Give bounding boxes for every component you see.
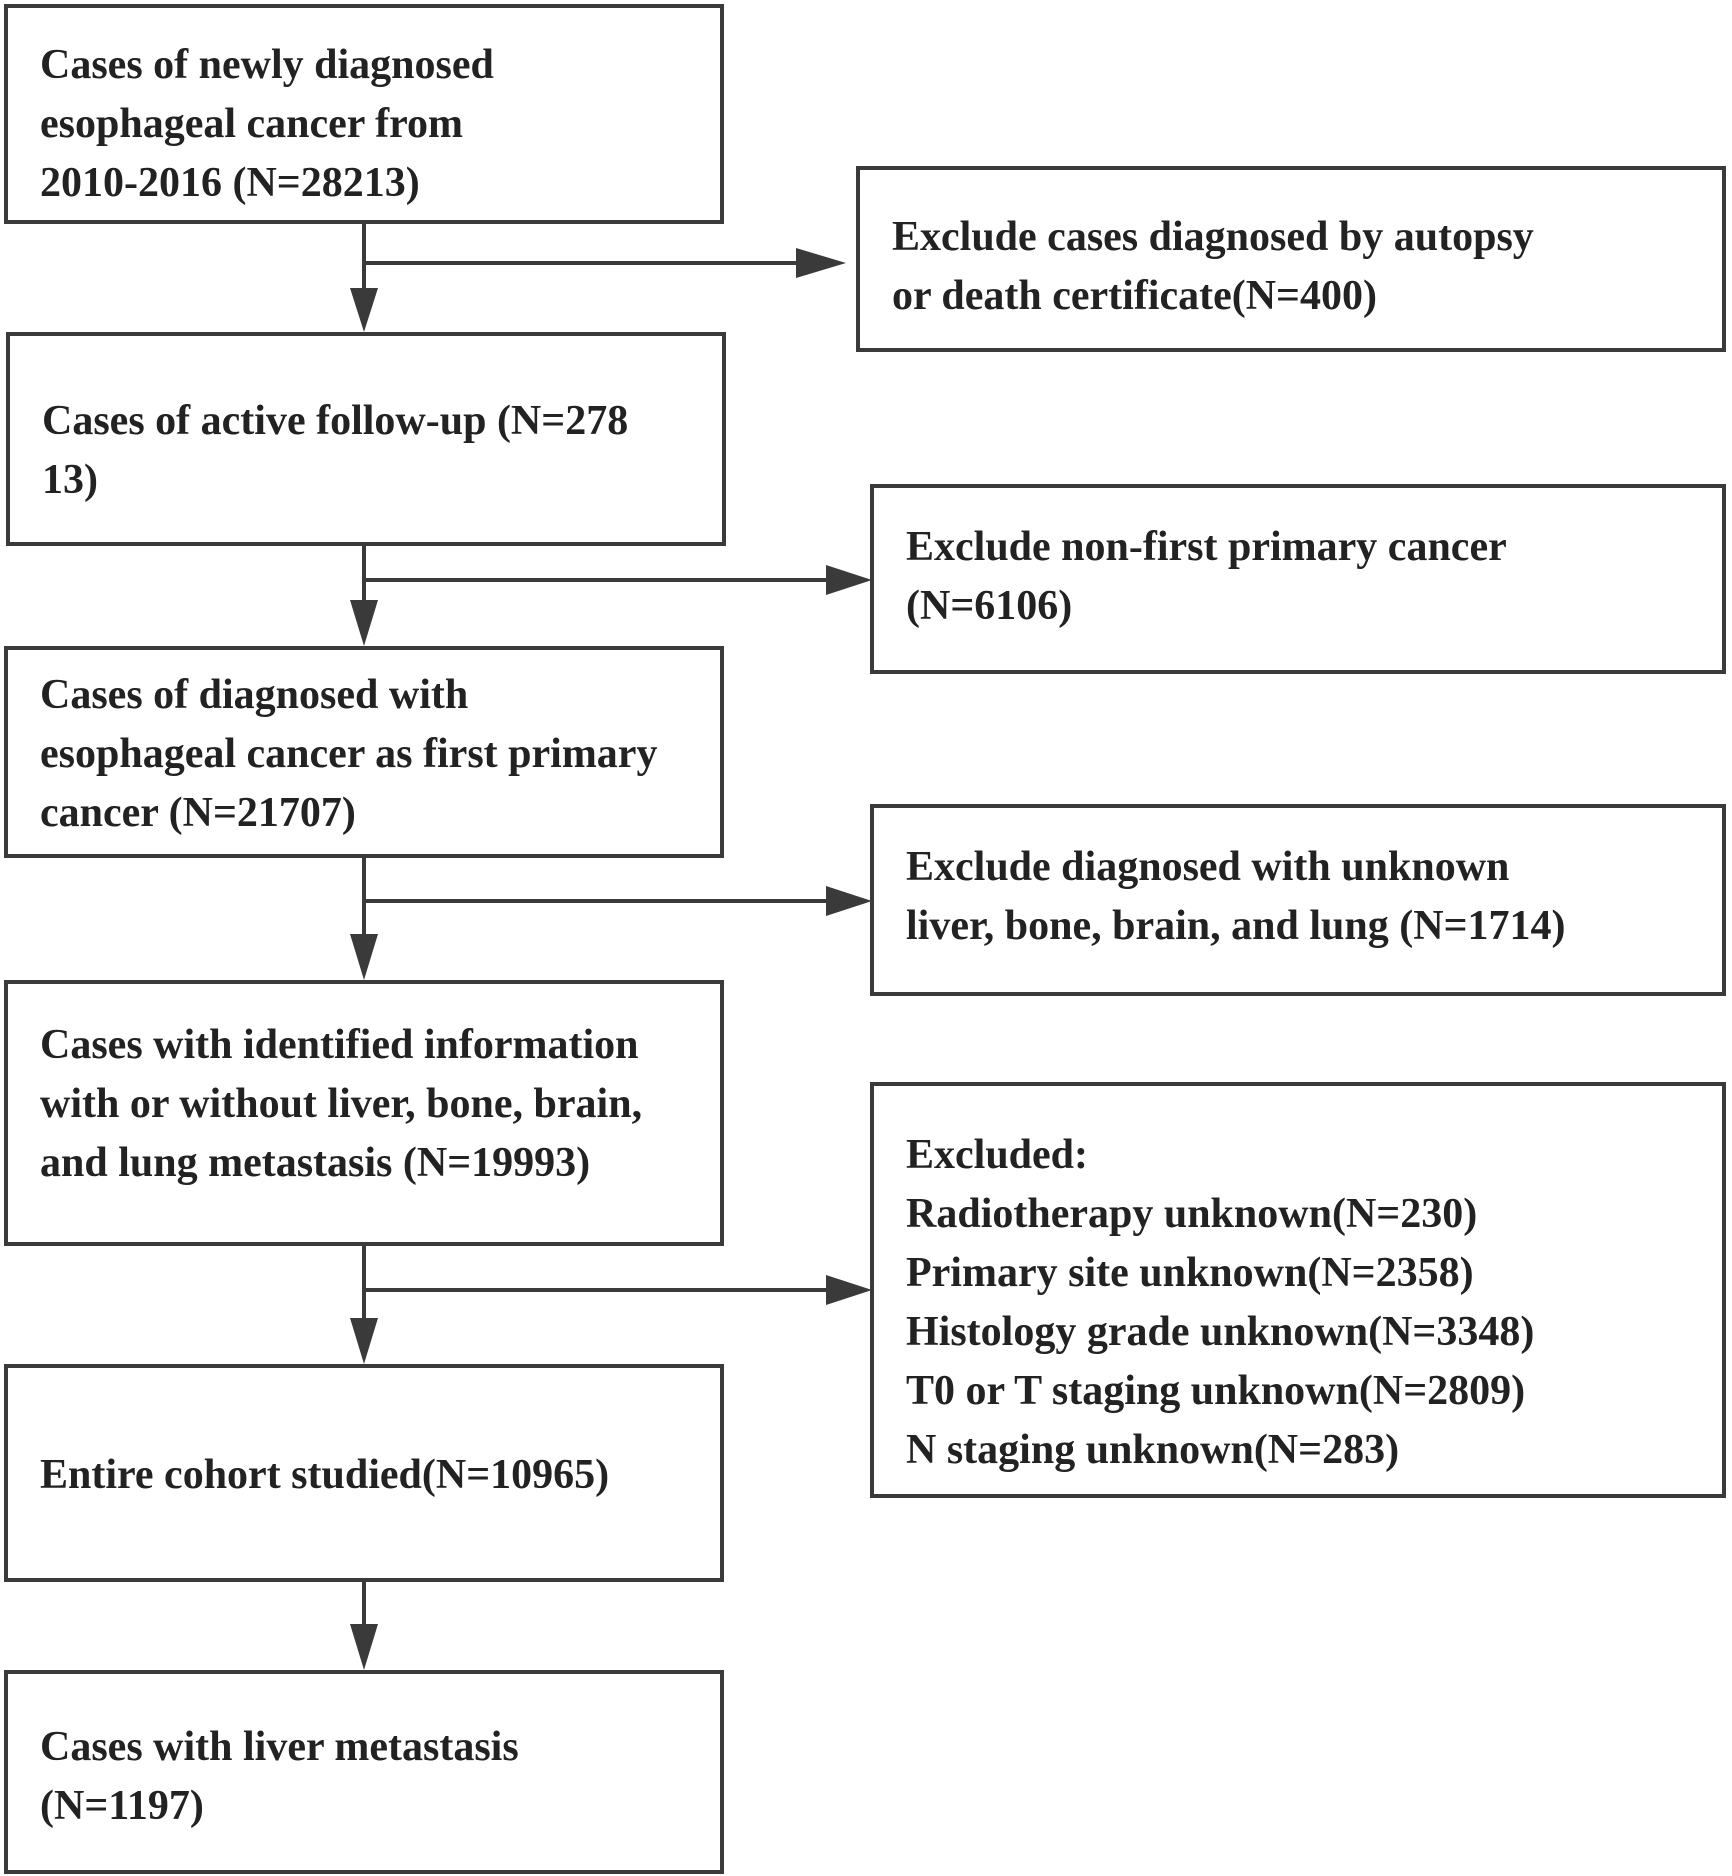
arrow-step1-to-step2	[350, 224, 378, 332]
step-box-liver-metastasis: Cases with liver metastasis (N=1197)	[4, 1670, 724, 1874]
step-box-text: esophageal cancer from	[40, 101, 464, 147]
exclusion-box-text: Exclude diagnosed with unknown	[906, 844, 1510, 890]
arrow-step4-to-exclusion4	[364, 1275, 872, 1305]
exclusion-box-text: or death certificate(N=400)	[892, 273, 1377, 319]
exclusion-box-text: T0 or T staging unknown(N=2809)	[906, 1368, 1526, 1414]
step-box-text: Entire cohort studied(N=10965)	[40, 1452, 610, 1498]
step-box-active-follow-up: Cases of active follow-up (N=278 13)	[6, 332, 726, 546]
step-box-text: Cases of newly diagnosed	[40, 42, 494, 88]
step-box-text: with or without liver, bone, brain,	[40, 1081, 643, 1127]
step-box-text: Cases with identified information	[40, 1022, 639, 1068]
step-box-initial-cases: Cases of newly diagnosed esophageal canc…	[4, 4, 724, 224]
exclusion-box-text: Histology grade unknown(N=3348)	[906, 1309, 1535, 1355]
step-box-text: and lung metastasis (N=19993)	[40, 1140, 591, 1186]
exclusion-box-non-first-primary: Exclude non-first primary cancer (N=6106…	[870, 484, 1726, 674]
arrow-step3-to-step4	[350, 858, 378, 980]
step-box-entire-cohort: Entire cohort studied(N=10965)	[4, 1364, 724, 1582]
exclusion-box-text: Radiotherapy unknown(N=230)	[906, 1191, 1478, 1237]
step-box-text: Cases of diagnosed with	[40, 672, 469, 718]
exclusion-box-missing-variables: Excluded: Radiotherapy unknown(N=230) Pr…	[870, 1082, 1726, 1498]
exclusion-box-text: Exclude cases diagnosed by autopsy	[892, 214, 1534, 260]
step-box-text: 13)	[42, 457, 98, 503]
arrow-step1-to-exclusion1	[364, 248, 846, 278]
step-box-identified-metastasis-info: Cases with identified information with o…	[4, 980, 724, 1246]
step-box-first-primary: Cases of diagnosed with esophageal cance…	[4, 646, 724, 858]
arrow-step2-to-step3	[350, 546, 378, 646]
step-box-text: Cases with liver metastasis	[40, 1724, 519, 1770]
exclusion-box-autopsy-death-certificate: Exclude cases diagnosed by autopsy or de…	[856, 166, 1726, 352]
arrow-step2-to-exclusion2	[364, 565, 872, 595]
exclusion-box-text: liver, bone, brain, and lung (N=1714)	[906, 903, 1566, 949]
exclusion-box-unknown-metastasis-sites: Exclude diagnosed with unknown liver, bo…	[870, 804, 1726, 996]
step-box-text: cancer (N=21707)	[40, 790, 356, 836]
arrow-step3-to-exclusion3	[364, 886, 872, 916]
exclusion-box-text: Primary site unknown(N=2358)	[906, 1250, 1474, 1296]
arrow-step4-to-step5	[350, 1246, 378, 1364]
step-box-text: Cases of active follow-up (N=278	[42, 398, 629, 444]
step-box-text: (N=1197)	[40, 1783, 204, 1829]
exclusion-box-text: Exclude non-first primary cancer	[906, 524, 1507, 570]
exclusion-box-text: (N=6106)	[906, 583, 1073, 629]
exclusion-box-heading: Excluded:	[906, 1132, 1089, 1178]
step-box-text: 2010-2016 (N=28213)	[40, 160, 420, 206]
arrow-step5-to-step6	[350, 1582, 378, 1670]
exclusion-box-text: N staging unknown(N=283)	[906, 1427, 1400, 1473]
step-box-text: esophageal cancer as first primary	[40, 731, 658, 777]
